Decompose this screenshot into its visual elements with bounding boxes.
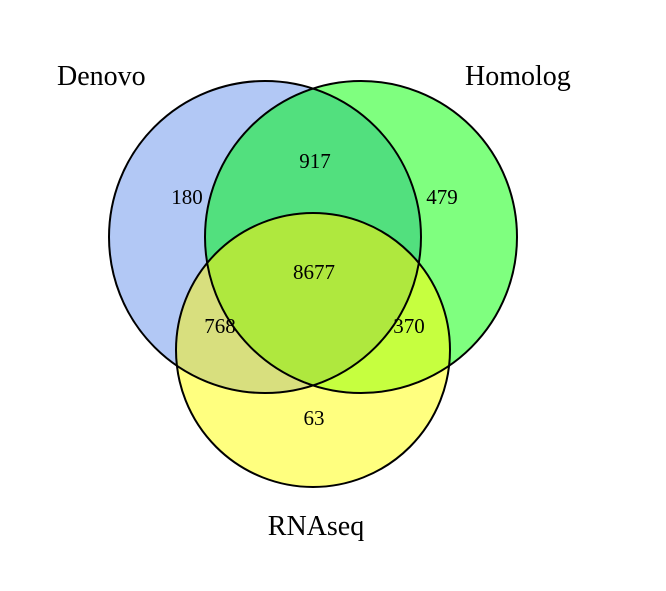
region-all-three — [205, 213, 421, 393]
set-label-denovo: Denovo — [57, 61, 146, 92]
circle-homolog-outline — [204, 80, 518, 394]
count-all-three: 8677 — [293, 260, 335, 284]
count-denovo-homolog: 917 — [299, 149, 331, 173]
circle-rnaseq-outline — [175, 212, 451, 488]
circle-denovo-outline — [108, 80, 422, 394]
count-homolog-rnaseq: 370 — [393, 314, 425, 338]
count-denovo-only: 180 — [171, 185, 203, 209]
count-homolog-only: 479 — [426, 185, 458, 209]
set-label-rnaseq: RNAseq — [268, 511, 364, 542]
set-label-homolog: Homolog — [465, 61, 571, 92]
count-rnaseq-only: 63 — [304, 406, 325, 430]
count-denovo-rnaseq: 768 — [204, 314, 236, 338]
